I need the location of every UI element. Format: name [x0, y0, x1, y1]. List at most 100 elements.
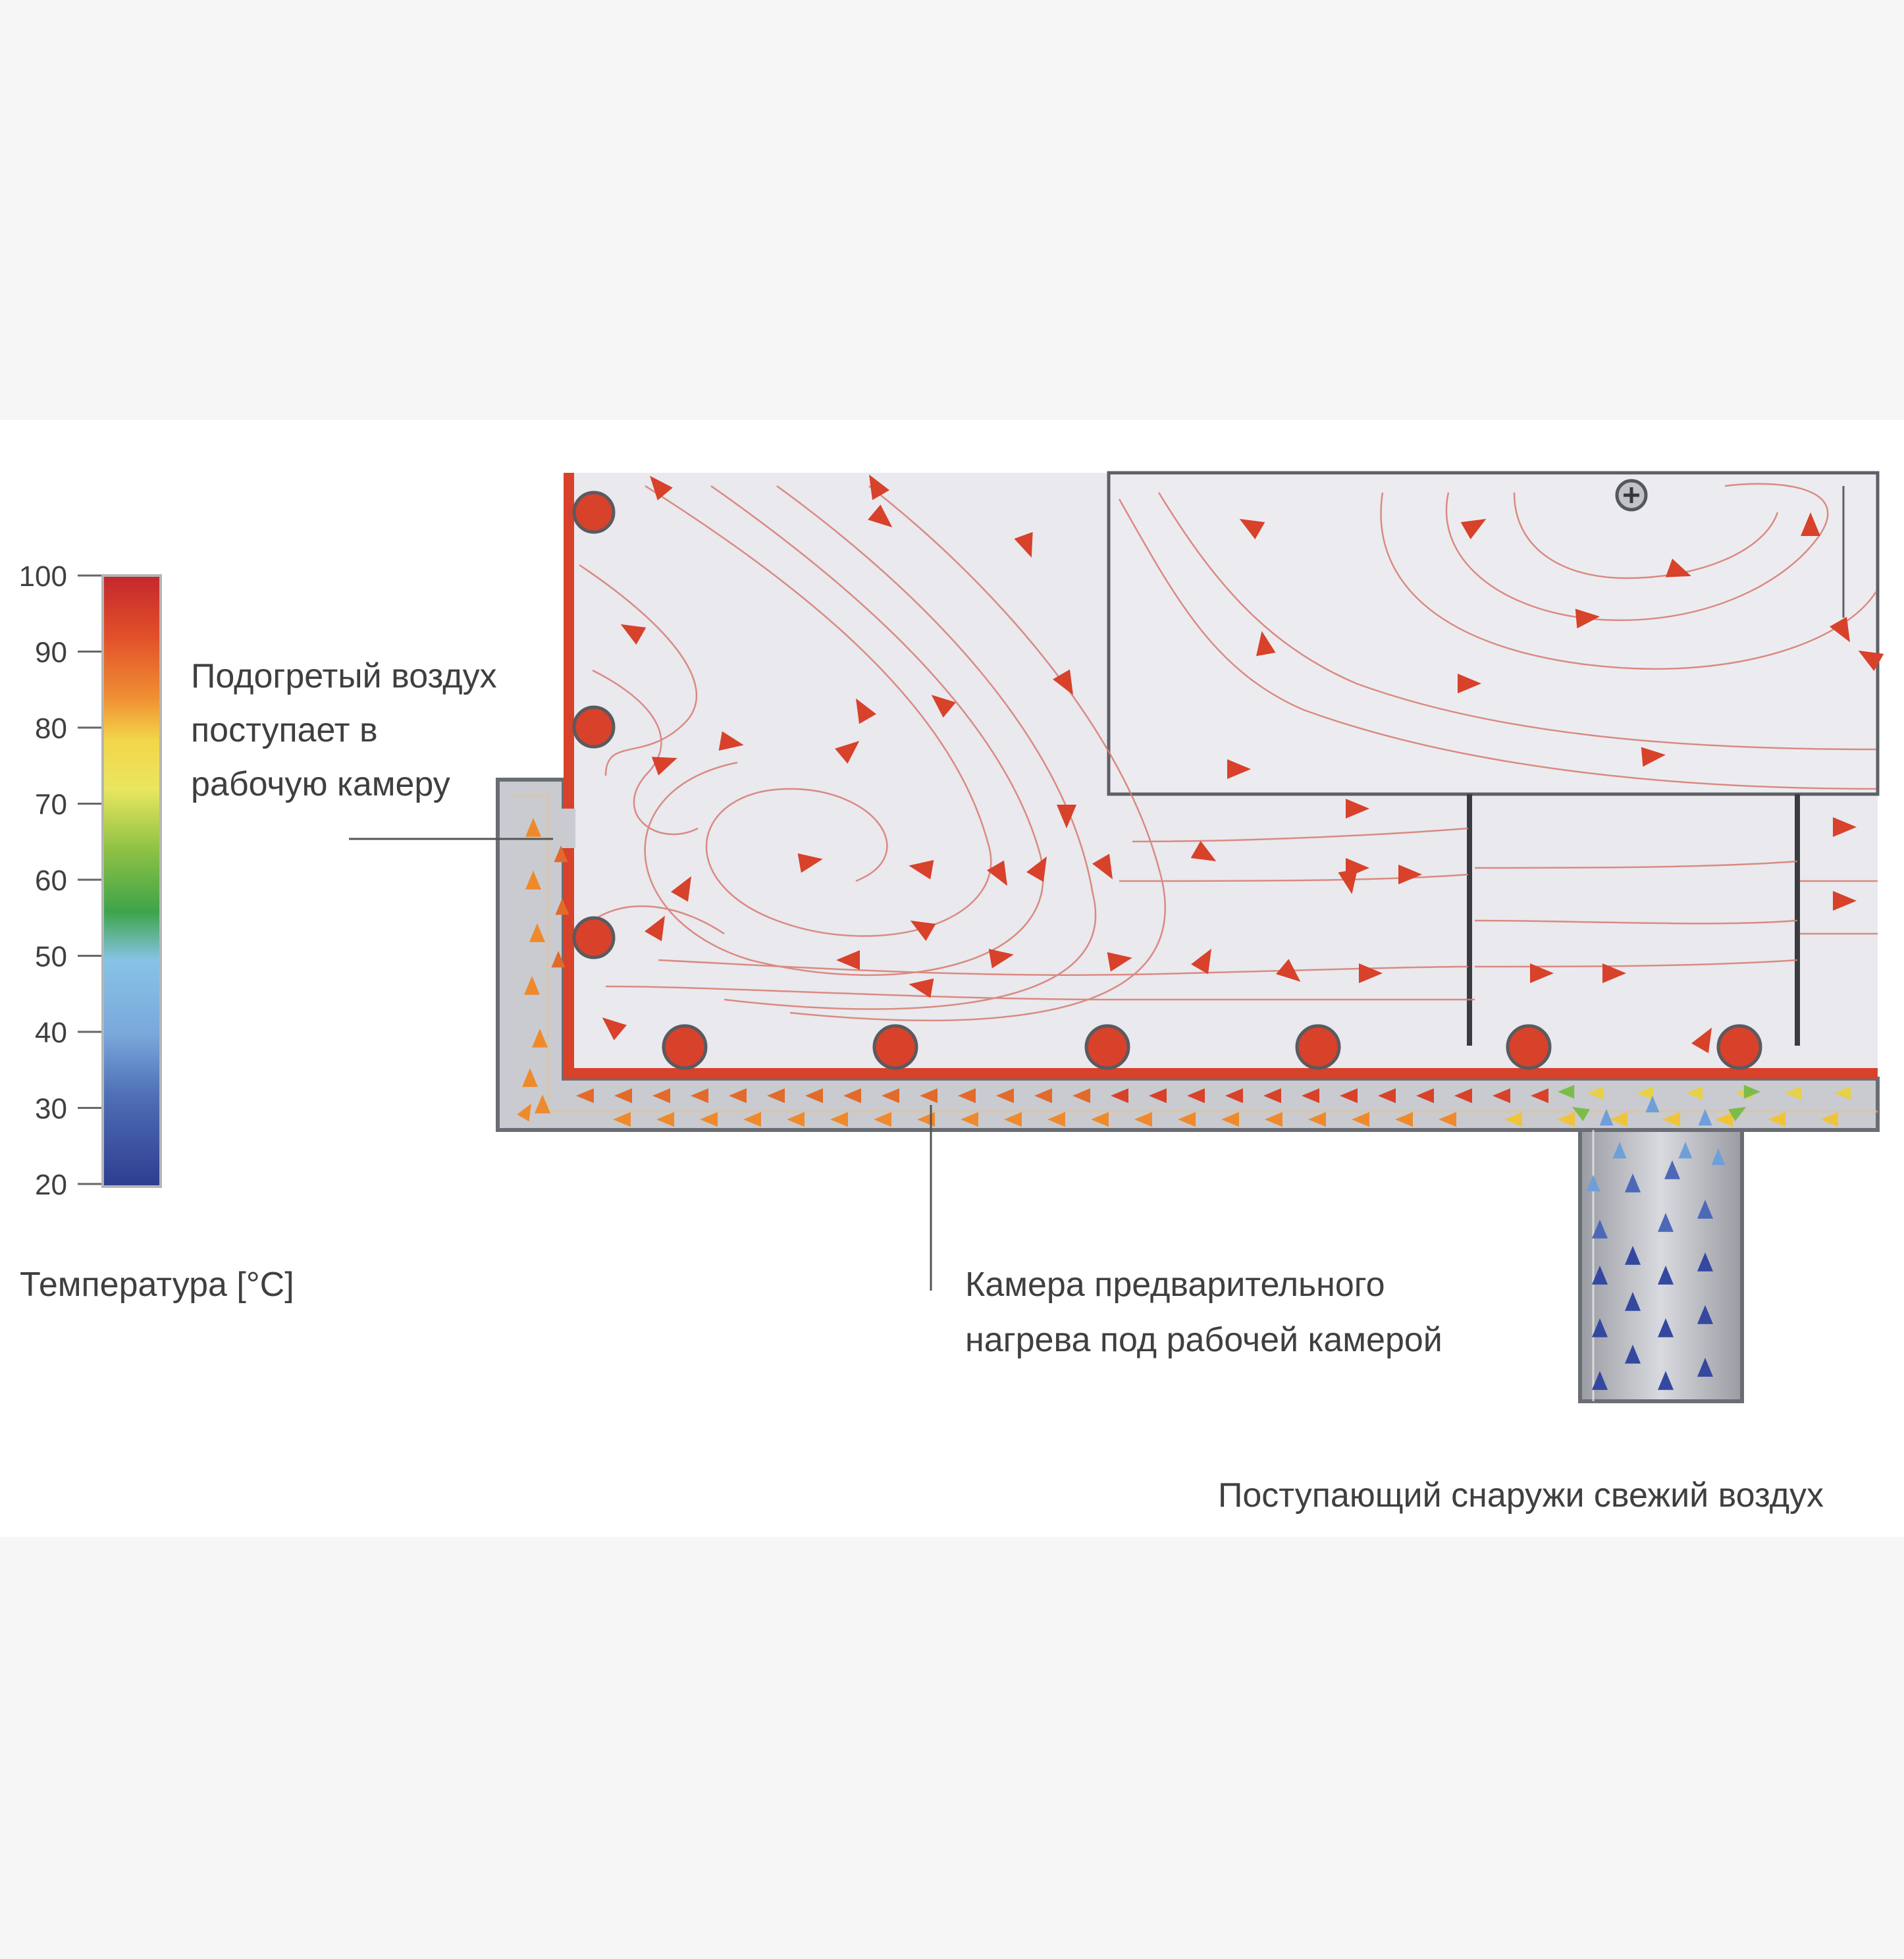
airflow-arrow — [671, 876, 691, 902]
airflow-arrow — [525, 871, 541, 890]
airflow-arrow — [1599, 1109, 1614, 1126]
airflow-arrow — [613, 1112, 631, 1127]
heating-elements — [560, 473, 1878, 1079]
airflow-arrow — [1504, 1112, 1522, 1127]
airflow-arrow — [1338, 869, 1358, 894]
airflow-arrow — [743, 1112, 761, 1127]
airflow-arrow — [602, 1017, 627, 1040]
fresh-air-pipe — [1578, 1128, 1744, 1403]
airflow-arrow — [909, 860, 934, 880]
callout-fresh-air: Поступающий снаружи свежий воздух — [1218, 1476, 1824, 1515]
airflow-arrow — [1107, 952, 1132, 972]
airflow-arrow — [987, 860, 1007, 886]
airflow-arrow — [920, 1088, 938, 1104]
airflow-arrow — [1493, 1088, 1510, 1104]
airflow-arrow — [1834, 1086, 1851, 1100]
working-chamber — [568, 471, 1880, 1076]
airflow-arrow — [1047, 1112, 1065, 1127]
airflow-arrow — [910, 921, 936, 941]
airflow-arrow — [1833, 817, 1857, 837]
airflow-arrow — [1460, 519, 1487, 539]
airflow-arrow — [1057, 805, 1076, 828]
airflow-arrow — [1395, 1112, 1413, 1127]
airflow-arrow — [1592, 1266, 1608, 1285]
airflow-arrow — [1592, 1371, 1608, 1390]
airflow-arrow — [1658, 1318, 1674, 1337]
airflow-arrows — [517, 474, 1884, 1390]
airflow-arrow — [1004, 1112, 1022, 1127]
airflow-arrow — [691, 1088, 708, 1104]
airflow-arrow — [931, 695, 956, 718]
airflow-arrow — [1346, 799, 1369, 818]
airflow-arrow — [1602, 963, 1626, 983]
airflow-arrow — [1768, 1112, 1785, 1127]
airflow-arrow — [1592, 1220, 1608, 1239]
airflow-arrow — [1637, 1086, 1654, 1100]
airflow-arrow — [1625, 1173, 1641, 1193]
airflow-arrow — [1625, 1292, 1641, 1311]
airflow-arrow — [767, 1088, 785, 1104]
airflow-arrow — [718, 731, 744, 751]
airflow-arrow — [1454, 1088, 1472, 1104]
airflow-arrow — [1308, 1112, 1326, 1127]
legend-tick-label: 60 — [35, 865, 67, 897]
airflow-arrow — [1187, 1088, 1205, 1104]
airflow-arrow — [1263, 1088, 1281, 1104]
airflow-arrow — [1134, 1112, 1152, 1127]
airflow-arrow — [882, 1088, 899, 1104]
airflow-arrow — [856, 698, 876, 724]
airflow-arrow — [525, 818, 541, 837]
airflow-arrow — [656, 1112, 674, 1127]
airflow-arrow — [1398, 865, 1422, 884]
airflow-arrow — [1026, 856, 1047, 882]
airflow-arrow — [1111, 1088, 1128, 1104]
airflow-arrow — [1340, 1088, 1358, 1104]
airflow-arrow — [1439, 1112, 1456, 1127]
airflow-arrow — [1265, 1112, 1283, 1127]
airflow-arrow — [1416, 1088, 1434, 1104]
airflow-arrow — [650, 475, 673, 500]
airflow-arrow — [1256, 631, 1276, 657]
legend-tick-label: 50 — [35, 941, 67, 973]
airflow-arrow — [909, 979, 934, 998]
airflow-arrow — [1557, 1112, 1575, 1127]
airflow-arrow — [652, 1088, 670, 1104]
chamber-air-streamlines — [579, 483, 1878, 1021]
airflow-arrow — [1053, 669, 1073, 695]
airflow-arrow — [700, 1112, 718, 1127]
airflow-arrow — [1227, 759, 1251, 779]
airflow-arrow — [1575, 608, 1600, 629]
airflow-arrow — [1572, 1107, 1590, 1121]
airflow-arrow — [830, 1112, 848, 1127]
airflow-arrow — [1697, 1200, 1713, 1219]
airflow-arrow — [1531, 1088, 1548, 1104]
airflow-arrow — [1665, 558, 1691, 577]
airflow-arrow — [522, 1068, 538, 1087]
airflow-arrow — [614, 1088, 632, 1104]
airflow-arrow — [996, 1088, 1014, 1104]
airflow-arrow — [1191, 948, 1211, 975]
airflow-arrow — [1686, 1086, 1703, 1100]
airflow-arrow — [1664, 1160, 1680, 1179]
airflow-arrow — [1586, 1175, 1600, 1192]
airflow-arrow — [835, 741, 860, 764]
legend-tick-label: 90 — [35, 637, 67, 669]
airflow-arrow — [1658, 1371, 1674, 1390]
airflow-arrow — [1378, 1088, 1396, 1104]
airflow-arrow — [868, 504, 893, 527]
airflow-arrow — [1728, 1107, 1747, 1121]
airflow-arrow — [532, 1029, 548, 1048]
airflow-arrow — [1658, 1266, 1674, 1285]
legend-tick-label: 40 — [35, 1017, 67, 1049]
airflow-arrow — [988, 949, 1014, 969]
legend-tick-label: 100 — [19, 560, 67, 593]
airflow-arrow — [1858, 651, 1884, 671]
airflow-arrow — [1610, 1112, 1627, 1127]
temperature-legend-title: Температура [°C] — [20, 1266, 294, 1304]
airflow-arrow — [517, 1103, 531, 1121]
airflow-arrow — [1587, 1086, 1604, 1100]
airflow-arrow — [1221, 1112, 1239, 1127]
